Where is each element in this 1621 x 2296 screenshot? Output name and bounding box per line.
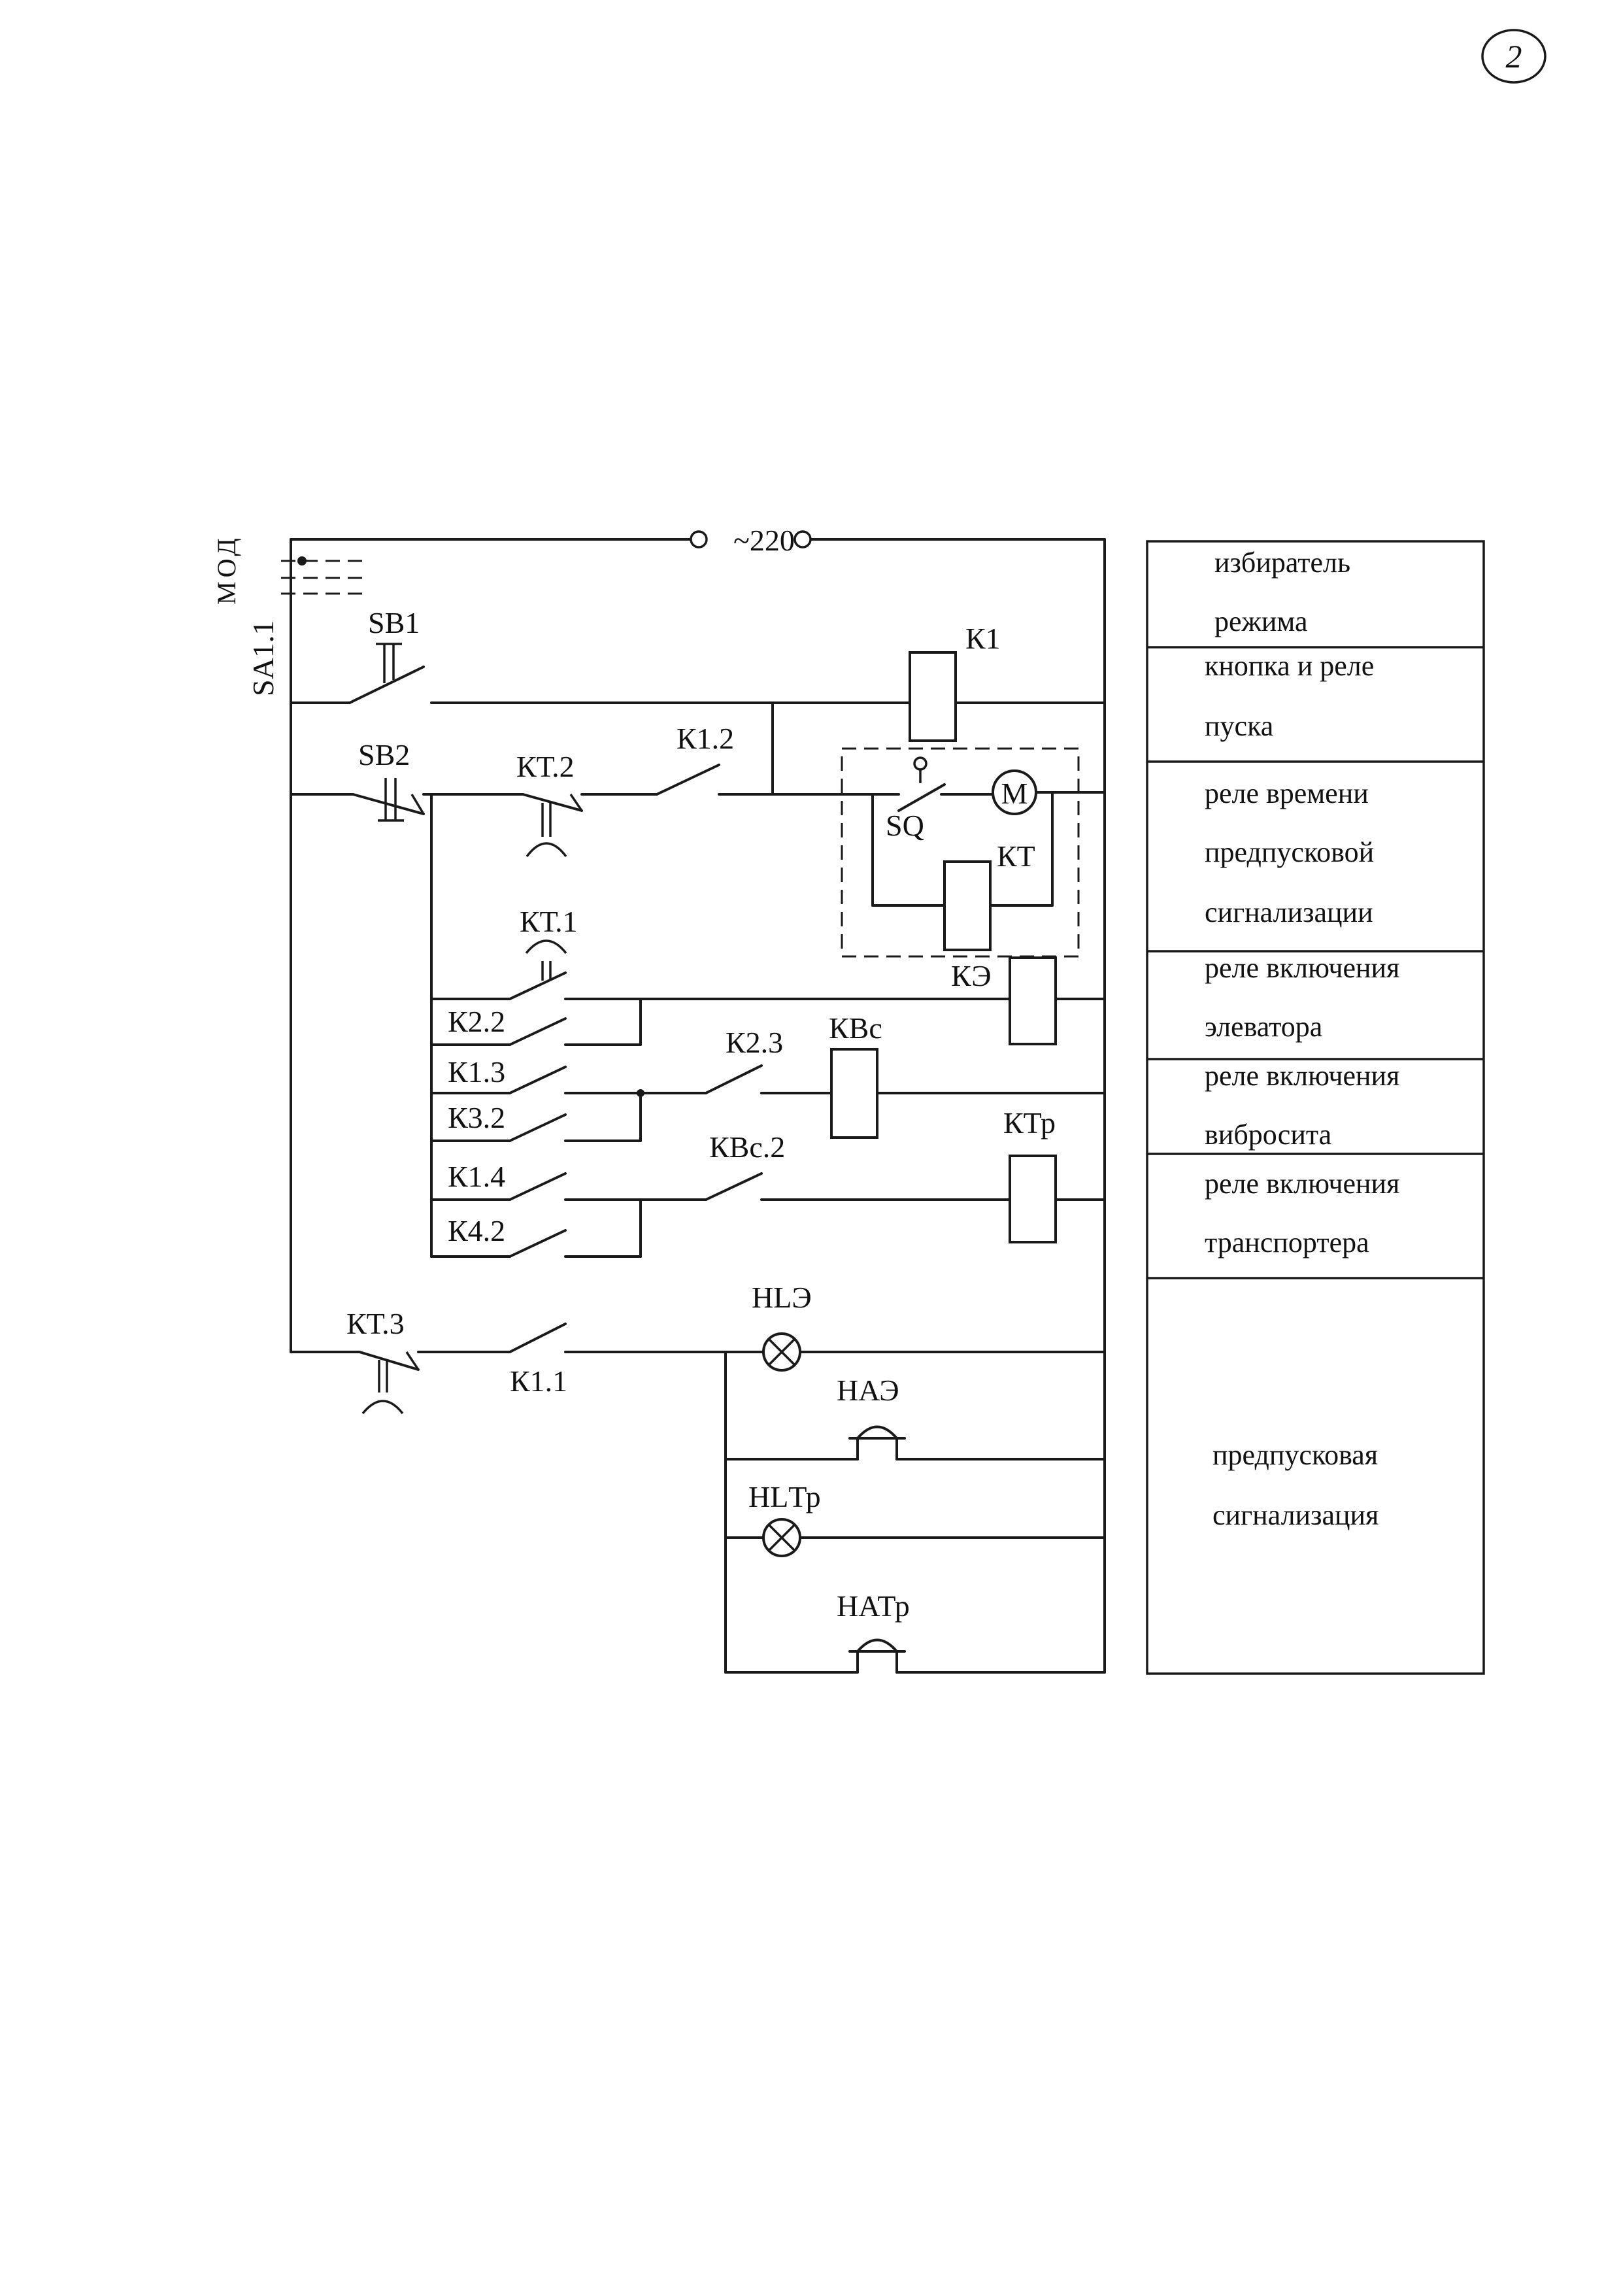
- mode-selector-switch: МОД SA1.1: [212, 534, 363, 696]
- k1-label: К1: [965, 622, 1001, 655]
- kvs2-label: КВс.2: [709, 1130, 785, 1164]
- supply-label: ~220: [733, 524, 795, 557]
- sq-label: SQ: [886, 809, 924, 842]
- relay-ladder: КТ.1 К2.2 КЭ К1.3 К3.2 К2.3 КВс: [430, 793, 1106, 1258]
- kt3-label: КТ.3: [346, 1307, 405, 1340]
- ktr-coil: [1009, 1155, 1057, 1243]
- k12-label: К1.2: [677, 722, 734, 755]
- hle-label: HLЭ: [752, 1281, 812, 1314]
- legend-4-line-1: вибросита: [1205, 1119, 1331, 1151]
- mode-label: МОД: [212, 534, 241, 605]
- kt2-label: КТ.2: [516, 750, 575, 783]
- kt-coil: [943, 860, 992, 951]
- k32-label: К3.2: [448, 1101, 505, 1134]
- hae-horn: [856, 1425, 898, 1460]
- legend-3-line-0: реле включения: [1205, 952, 1399, 984]
- ktr-label: КТр: [1003, 1106, 1056, 1140]
- switch-label: SA1.1: [246, 620, 280, 696]
- k23-label: К2.3: [726, 1026, 783, 1059]
- kvs-label: КВс: [829, 1011, 882, 1045]
- k13-label: К1.3: [448, 1055, 505, 1089]
- timer-relay-enclosure: [841, 747, 1080, 958]
- legend-6-line-1: сигнализация: [1212, 1499, 1379, 1531]
- k42-label: К4.2: [448, 1214, 505, 1247]
- legend-6-line-0: предпусковая: [1212, 1439, 1378, 1471]
- sb2-label: SB2: [358, 738, 410, 771]
- legend-4-line-0: реле включения: [1205, 1060, 1399, 1092]
- legend-0-line-0: избиратель: [1214, 547, 1350, 579]
- legend-0-line-1: режима: [1214, 605, 1308, 637]
- hatr-horn: [856, 1638, 898, 1674]
- legend-5-line-1: транспортера: [1205, 1226, 1369, 1258]
- legend-5-line-0: реле включения: [1205, 1168, 1399, 1200]
- ke-coil: [1009, 956, 1057, 1045]
- legend-1-line-1: пуска: [1205, 710, 1273, 742]
- k11-label: К1.1: [510, 1364, 567, 1398]
- legend-2-line-0: реле времени: [1205, 777, 1369, 809]
- k14-label: К1.4: [448, 1160, 505, 1193]
- page-number: 2: [1506, 38, 1522, 75]
- kvs-coil: [830, 1048, 878, 1139]
- k1-coil: [909, 651, 957, 742]
- signalling-circuit: КТ.3 К1.1 HLЭ НАЭ HLТр НАТр: [290, 1281, 1106, 1674]
- timer-circuit: SB2 КТ.2 К1.2 SQ M КТ: [290, 722, 1106, 958]
- kt1-label: КТ.1: [520, 905, 578, 938]
- ke-label: КЭ: [951, 959, 992, 992]
- legend-1-line-0: кнопка и реле: [1205, 650, 1374, 682]
- page-number-mark: 2: [1481, 29, 1546, 84]
- hatr-label: НАТр: [837, 1589, 910, 1623]
- motor-label: M: [1001, 777, 1028, 810]
- power-rails: ~220: [290, 524, 1106, 1674]
- start-circuit: SB1 К1: [290, 606, 1106, 796]
- hltr-label: HLТр: [748, 1480, 821, 1513]
- legend-table: избиратель режима кнопка и реле пуска ре…: [1146, 540, 1485, 1675]
- hae-label: НАЭ: [837, 1374, 899, 1407]
- legend-2-line-1: предпусковой: [1205, 836, 1374, 868]
- kt-label: КТ: [997, 839, 1035, 873]
- legend-3-line-1: элеватора: [1205, 1011, 1322, 1043]
- sb1-label: SB1: [368, 606, 420, 639]
- legend-2-line-2: сигнализации: [1205, 896, 1373, 928]
- k22-label: К2.2: [448, 1005, 505, 1038]
